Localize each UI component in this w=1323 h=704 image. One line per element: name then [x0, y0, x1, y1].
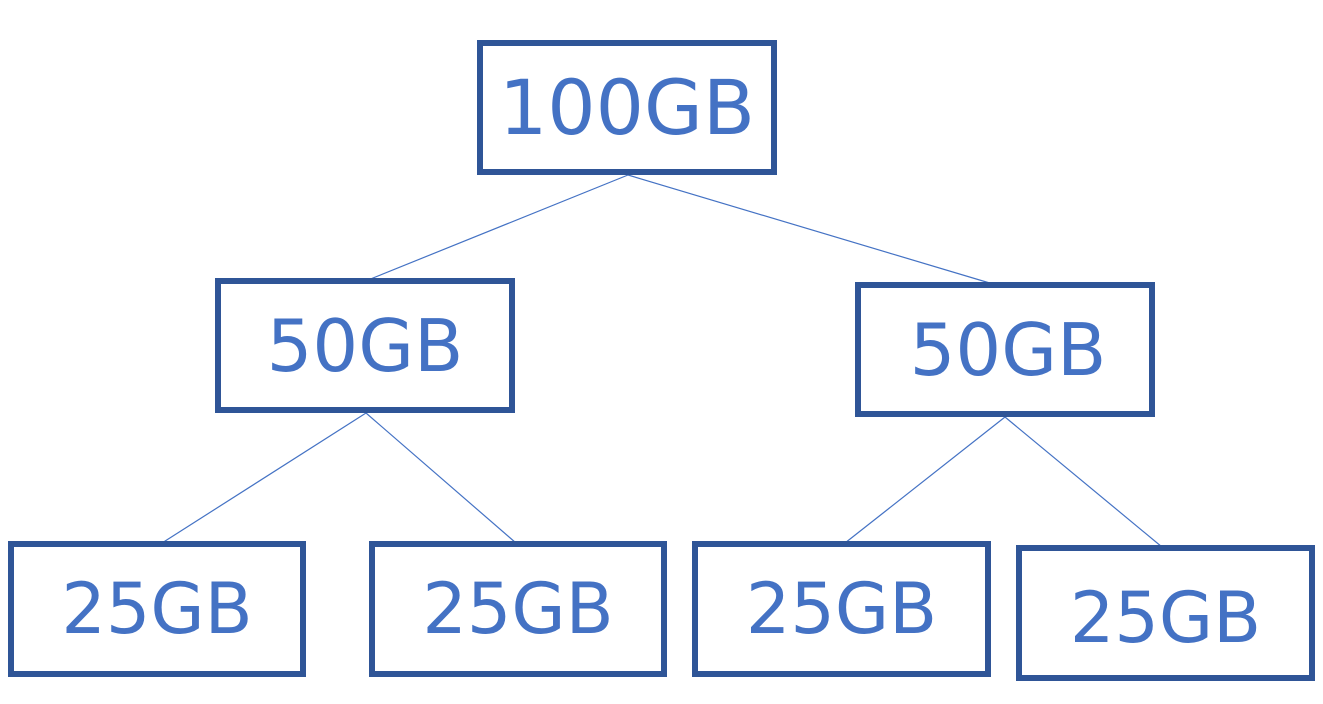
node-level2-4: 25GB	[1016, 545, 1315, 681]
connector-root-to-left	[367, 174, 629, 281]
connector-right-to-leaf-4	[1004, 416, 1163, 548]
connector-right-to-leaf-3	[844, 416, 1006, 544]
node-level2-3: 25GB	[692, 541, 991, 677]
node-level2-2: 25GB	[369, 541, 667, 677]
node-label: 50GB	[909, 307, 1107, 392]
node-label: 25GB	[422, 568, 614, 650]
node-root: 100GB	[477, 40, 777, 175]
node-label: 25GB	[1069, 577, 1262, 659]
node-label: 25GB	[745, 568, 938, 650]
connector-root-to-right	[627, 174, 994, 285]
connector-left-to-leaf-2	[365, 412, 517, 544]
node-label: 100GB	[498, 62, 756, 152]
node-label: 50GB	[266, 303, 464, 388]
node-level2-1: 25GB	[8, 541, 306, 677]
node-level1-right: 50GB	[855, 282, 1155, 417]
node-label: 25GB	[61, 568, 253, 650]
node-level1-left: 50GB	[215, 278, 515, 413]
connector-left-to-leaf-1	[161, 412, 367, 544]
